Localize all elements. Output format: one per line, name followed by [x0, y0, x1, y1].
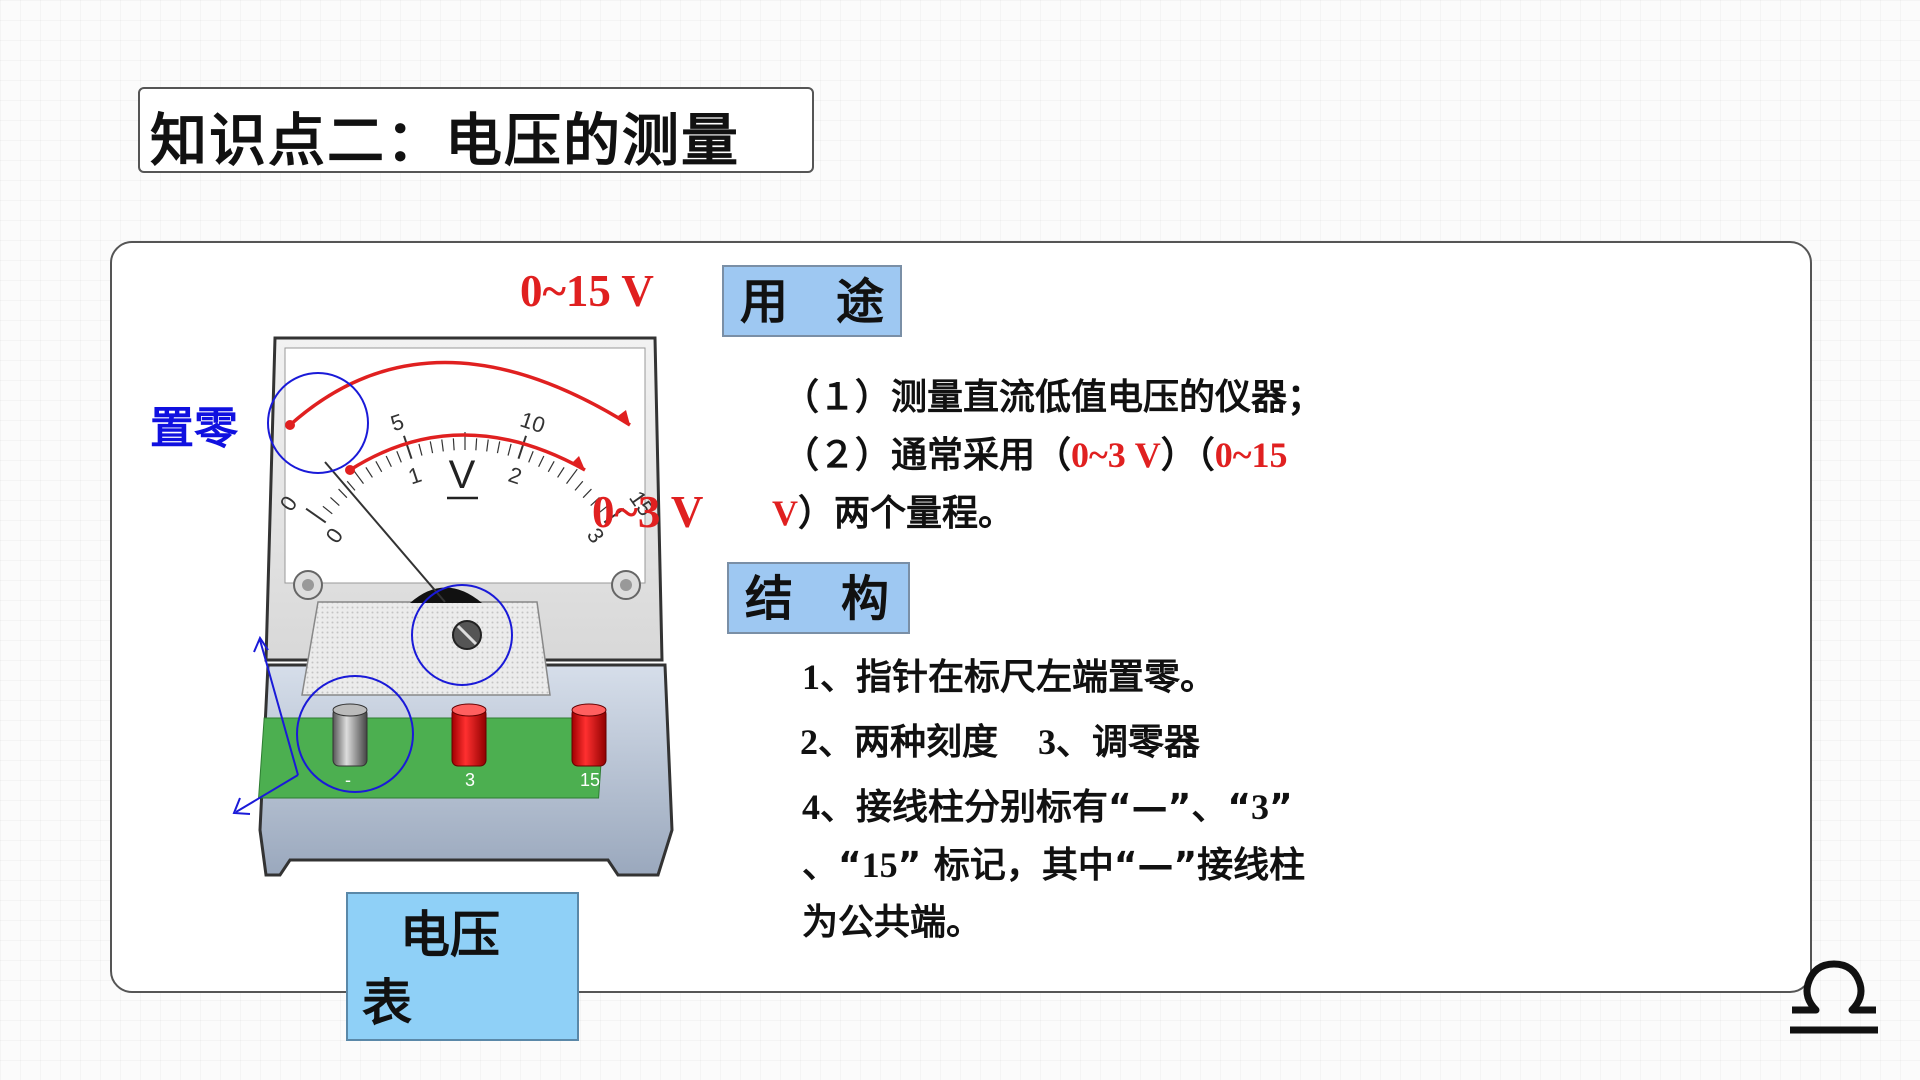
usage-line-3: V）两个量程。 [772, 491, 1014, 536]
range-large-label: 0~15 V [520, 266, 654, 316]
terminal-label-negative: - [345, 770, 351, 790]
usage-range-large-a: 0~15 [1214, 435, 1288, 475]
scale-tick [603, 507, 625, 524]
scale-tick [385, 455, 392, 468]
range-arrow-large [618, 410, 630, 425]
range-arrow-small [572, 456, 585, 470]
structure-item-3-text: 、调零器 [1056, 722, 1201, 763]
usage-line-1: （１）测量直流低值电压的仪器； [783, 375, 1323, 420]
caption-line2: 表 [362, 974, 412, 1032]
range-small-label: 0~3 V [592, 487, 704, 537]
structure-item-1-text: 、指针在标尺左端置零。 [820, 657, 1217, 698]
structure-item-3-num: 3 [1038, 722, 1057, 762]
structure-item-4-num3: 3 [1250, 787, 1269, 827]
scale-tick [429, 441, 434, 454]
range-dot-small [345, 465, 355, 475]
structure-heading: 结 构 [727, 562, 910, 634]
scale-tick [403, 435, 413, 459]
structure-item-4-num: 4 [802, 787, 820, 827]
arrow-down-line [235, 774, 299, 813]
terminal-15 [571, 703, 607, 767]
meter-needle [324, 461, 446, 603]
range-dot-large [285, 420, 295, 430]
terminal-strip [258, 717, 605, 799]
structure-item-1-num: 1 [802, 657, 820, 697]
structure-item-4-line-3: 为公共端。 [802, 902, 983, 943]
scale-tick [305, 507, 327, 524]
usage-line-1-text: 测量直流低值电压的仪器； [891, 377, 1324, 418]
scale-tick [346, 480, 356, 491]
zero-label: 置零 [150, 403, 238, 454]
structure-item-4-line2-a: 、“ [802, 845, 862, 886]
zero-highlight-circle [267, 372, 369, 474]
structure-item-4-text-a: 、接线柱分别标有“—”、“ [820, 787, 1251, 828]
housing-screw-right-center [620, 579, 632, 591]
scale-tick [547, 461, 555, 473]
arrow-down-head [232, 797, 251, 815]
usage-line-1-num: （１） [783, 377, 892, 417]
scale-tick [557, 467, 565, 478]
usage-range-small: 0~3 V [1071, 435, 1161, 475]
title-box [138, 87, 814, 173]
scale-tick [528, 451, 534, 463]
terminal-3 [451, 703, 487, 767]
scale-tick [566, 468, 578, 484]
scale-tick [582, 488, 592, 499]
scale-tick [330, 496, 340, 506]
scale-tick [507, 443, 512, 456]
scale-tick [475, 438, 478, 451]
screw-slot [456, 624, 478, 646]
scale-tick [418, 443, 423, 456]
terminal-highlight-circle [296, 675, 414, 793]
structure-item-4-num15: 15 [861, 845, 898, 885]
unit-symbol: V [449, 453, 476, 497]
scale-tick [574, 480, 584, 491]
usage-line-2: （２）通常采用（0~3 V）（0~15 [783, 433, 1288, 478]
libra-icon [1790, 960, 1878, 1034]
terminal-negative [332, 703, 368, 767]
scale-tick [365, 467, 373, 478]
structure-item-4-line2-b: ” 标记，其中“—”接线柱 [897, 845, 1306, 886]
scale-tick [441, 439, 444, 452]
scale-tick [322, 505, 333, 515]
range-arc-small [349, 433, 586, 472]
scale-tick [597, 505, 608, 515]
usage-heading: 用 途 [722, 265, 902, 337]
meter-caption: 电压 表 [346, 892, 579, 1041]
structure-item-2-3: 2、两种刻度 3、调零器 [800, 720, 1200, 765]
scale-tick [590, 496, 600, 506]
usage-line-2-mid: ）（ [1160, 435, 1215, 476]
structure-item-2-num: 2 [800, 722, 818, 762]
arrow-up-line [259, 639, 299, 776]
page-title: 知识点二：电压的测量 [150, 108, 740, 174]
scale-tick [338, 488, 348, 499]
scale-tick [396, 451, 402, 463]
housing-screw-left-center [302, 579, 314, 591]
caption-line1: 电压 [400, 906, 500, 964]
usage-line-2-num: （２） [783, 435, 892, 475]
adjuster-window [301, 601, 551, 696]
structure-item-1: 1、指针在标尺左端置零。 [802, 655, 1216, 700]
terminal-label-3: 3 [465, 770, 475, 790]
range-arc-large [288, 360, 631, 427]
terminal-label-15: 15 [580, 770, 600, 790]
scale-tick [486, 439, 489, 452]
scale-tick [517, 435, 527, 459]
usage-range-large-b: V [772, 493, 798, 533]
adjuster-highlight-circle [411, 584, 513, 686]
structure-item-2-text: 、两种刻度 [818, 722, 999, 763]
usage-line-2-text: 通常采用（ [891, 435, 1072, 476]
arrow-up-head [253, 635, 269, 653]
usage-line-3-text: ）两个量程。 [798, 493, 1015, 534]
structure-item-4-line-1: 4、接线柱分别标有“—”、“3” [802, 785, 1293, 830]
scale-tick [496, 441, 501, 454]
structure-item-4-text-b: ” [1268, 787, 1293, 828]
scale-tick [538, 455, 545, 468]
scale-tick [375, 461, 383, 473]
scale-tick [452, 438, 455, 451]
structure-item-4-line-2: 、“15” 标记，其中“—”接线柱 [802, 843, 1305, 888]
